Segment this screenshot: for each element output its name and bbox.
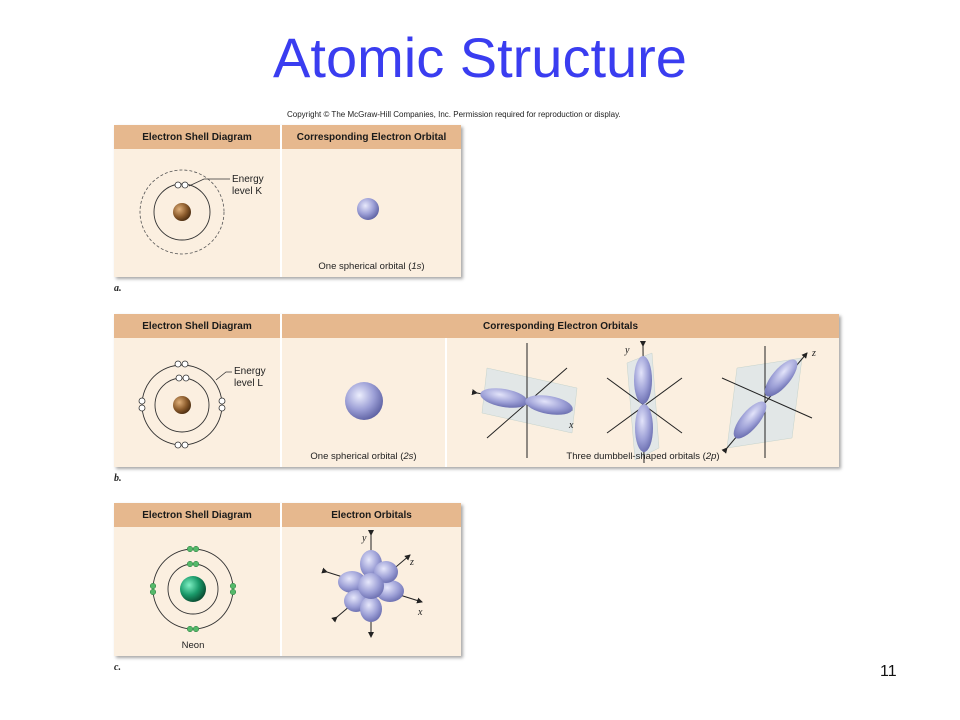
energy-label-line1: Energy [234, 366, 266, 377]
energy-label-leader [215, 371, 232, 381]
panel-c-shell-diagram [149, 545, 237, 633]
axis-x-label: x [417, 607, 423, 618]
energy-label-leader [188, 178, 230, 187]
panel-b: Electron Shell Diagram Corresponding Ele… [114, 314, 839, 467]
panel-a-orbital-caption: One spherical orbital (1s) [318, 261, 425, 272]
energy-label-line1: Energy [232, 174, 264, 185]
axis-y-label: y [361, 533, 367, 544]
electron [174, 181, 182, 189]
panel-c: Electron Shell Diagram Electron Orbitals… [114, 503, 461, 656]
outer-dashed-shell [139, 169, 225, 255]
nucleus [173, 396, 191, 414]
panel-a-label: a. [114, 283, 122, 294]
panel-a-shell-diagram: Energy level K [139, 169, 264, 255]
axis-z-label: z [811, 348, 816, 359]
nucleus [173, 203, 191, 221]
panel-b-shell-diagram: Energy level L [138, 360, 266, 449]
1s-orbital-sphere [357, 198, 379, 220]
electrons [138, 360, 226, 449]
panel-b-2p-orbitals: x y z [471, 340, 816, 464]
copyright-notice: Copyright © The McGraw-Hill Companies, I… [287, 110, 621, 119]
panel-a-divider [280, 125, 282, 277]
panel-b-divider-2 [445, 338, 447, 467]
panel-b-divider [280, 314, 282, 467]
panel-c-orbital-diagram: y z x [321, 530, 423, 638]
panel-a: Electron Shell Diagram Corresponding Ele… [114, 125, 461, 277]
panel-a-header-shell: Electron Shell Diagram [114, 125, 280, 149]
2s-orbital-sphere [345, 382, 383, 420]
axis-y-label: y [624, 345, 630, 356]
page-title: Atomic Structure [273, 26, 687, 89]
panel-c-atom-name: Neon [181, 640, 205, 651]
energy-label-line2: level L [234, 378, 263, 389]
axis-z-label: z [409, 557, 414, 568]
2pz-orbital: z [721, 346, 816, 458]
2px-orbital: x [471, 343, 578, 458]
panel-b-label: b. [114, 473, 122, 484]
panel-b-2p-caption: Three dumbbell-shaped orbitals (2p) [566, 451, 720, 462]
energy-label-line2: level K [232, 186, 262, 197]
electron [181, 181, 189, 189]
panel-b-2s-caption: One spherical orbital (2s) [310, 451, 417, 462]
2py-orbital: y [606, 340, 683, 464]
panel-a-header-orbital: Corresponding Electron Orbital [282, 125, 461, 149]
panel-c-header-shell: Electron Shell Diagram [114, 503, 280, 527]
panel-b-header-orbitals: Corresponding Electron Orbitals [282, 314, 839, 338]
panel-b-header-shell: Electron Shell Diagram [114, 314, 280, 338]
panel-c-label: c. [114, 662, 121, 673]
panel-b-2s-orbital [345, 382, 383, 420]
electrons [149, 545, 237, 633]
panel-c-divider [280, 503, 282, 656]
neon-orbital-cloud [338, 550, 404, 622]
neon-nucleus [180, 576, 206, 602]
axis-x-label: x [568, 420, 574, 431]
panel-a-orbital-diagram [357, 198, 379, 220]
page-number: 11 [880, 663, 897, 680]
panel-c-header-orbitals: Electron Orbitals [282, 503, 461, 527]
